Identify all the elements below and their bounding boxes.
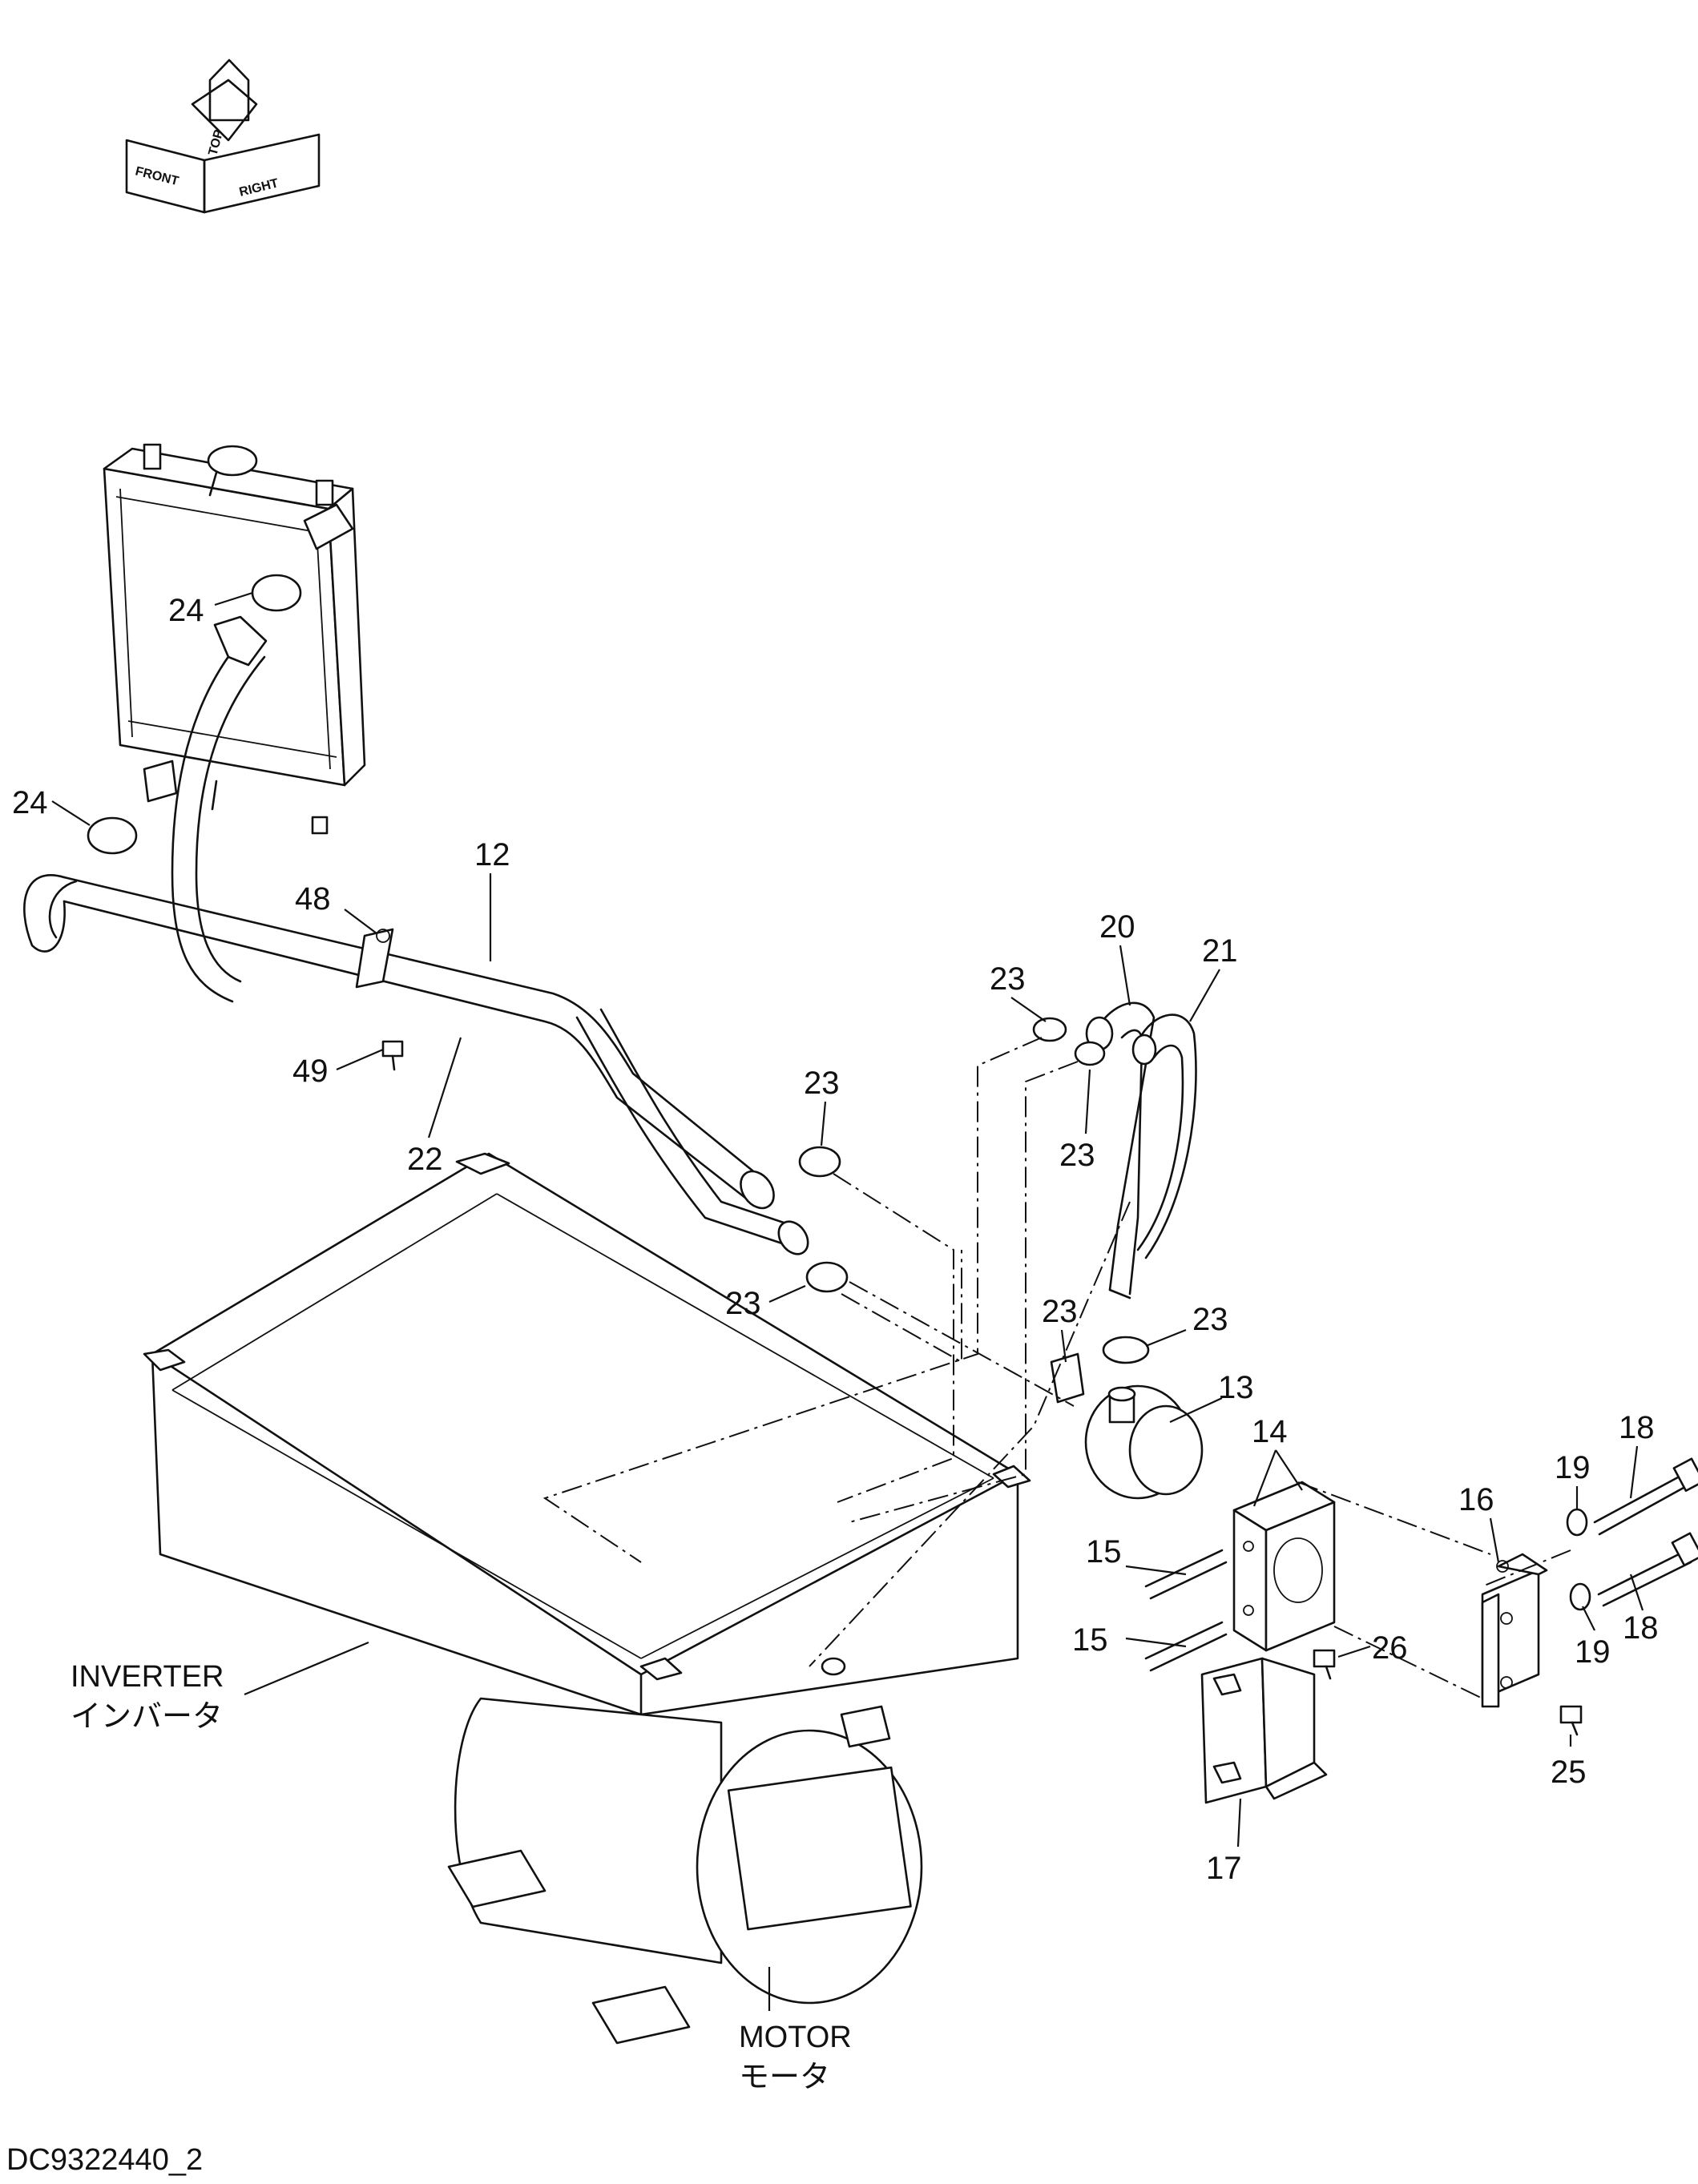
water-pump <box>1084 1384 1204 1500</box>
callout-16: 16 <box>1458 1482 1494 1517</box>
callout-15-lower: 15 <box>1072 1622 1108 1658</box>
inverter-label-en: INVERTER <box>71 1660 224 1694</box>
component-labels: INVERTER インバータ MOTOR モータ <box>71 1641 852 2094</box>
callout-25: 25 <box>1551 1755 1587 1790</box>
assembly-center-lines <box>542 1037 1571 1699</box>
callout-23-d: 23 <box>725 1286 761 1321</box>
callout-23-b: 23 <box>804 1066 840 1101</box>
callout-labels: 12 13 14 15 15 16 17 18 18 19 19 20 21 2… <box>12 591 1659 1886</box>
pins-15 <box>1144 1549 1228 1672</box>
callout-17: 17 <box>1206 1851 1242 1886</box>
callout-22: 22 <box>407 1142 443 1177</box>
callout-26: 26 <box>1372 1630 1408 1666</box>
callout-18-lower: 18 <box>1623 1610 1659 1646</box>
motor-label-ja: モータ <box>739 2061 830 2094</box>
orientation-top: TOP <box>206 128 226 157</box>
callout-18-upper: 18 <box>1619 1410 1655 1445</box>
hoses-20-21 <box>1085 1001 1197 1300</box>
callout-24-upper: 24 <box>168 593 204 628</box>
callout-48: 48 <box>295 881 331 917</box>
callout-23-c: 23 <box>1059 1138 1095 1173</box>
radiator-cap <box>207 445 258 477</box>
callout-49: 49 <box>292 1054 329 1089</box>
drawing-number: DC9322440_2 <box>6 2143 203 2177</box>
callout-19-lower: 19 <box>1575 1634 1611 1670</box>
inverter <box>143 1152 1031 1716</box>
hose-12-and-22 <box>23 615 809 1255</box>
motor <box>447 1697 923 2045</box>
bracket-14 <box>1232 1481 1336 1652</box>
inverter-label-ja: インバータ <box>71 1700 223 1734</box>
callout-20: 20 <box>1099 909 1135 945</box>
callout-19-upper: 19 <box>1555 1450 1591 1485</box>
callout-23-e: 23 <box>1042 1294 1078 1329</box>
callout-13: 13 <box>1218 1370 1254 1405</box>
fasteners <box>381 1040 1698 1736</box>
callout-14: 14 <box>1252 1414 1288 1449</box>
callout-15-upper: 15 <box>1086 1534 1122 1569</box>
orientation-symbol: FRONT TOP RIGHT <box>125 58 321 214</box>
callout-12: 12 <box>474 837 510 872</box>
plate-16 <box>1481 1553 1548 1708</box>
callout-21: 21 <box>1202 933 1238 969</box>
bracket-17 <box>1200 1657 1328 1804</box>
callout-23-f: 23 <box>1192 1302 1228 1337</box>
callout-23-a: 23 <box>990 961 1026 997</box>
orientation-front: FRONT <box>134 164 180 188</box>
motor-label-en: MOTOR <box>739 2021 852 2054</box>
callout-24-lower: 24 <box>12 785 48 820</box>
